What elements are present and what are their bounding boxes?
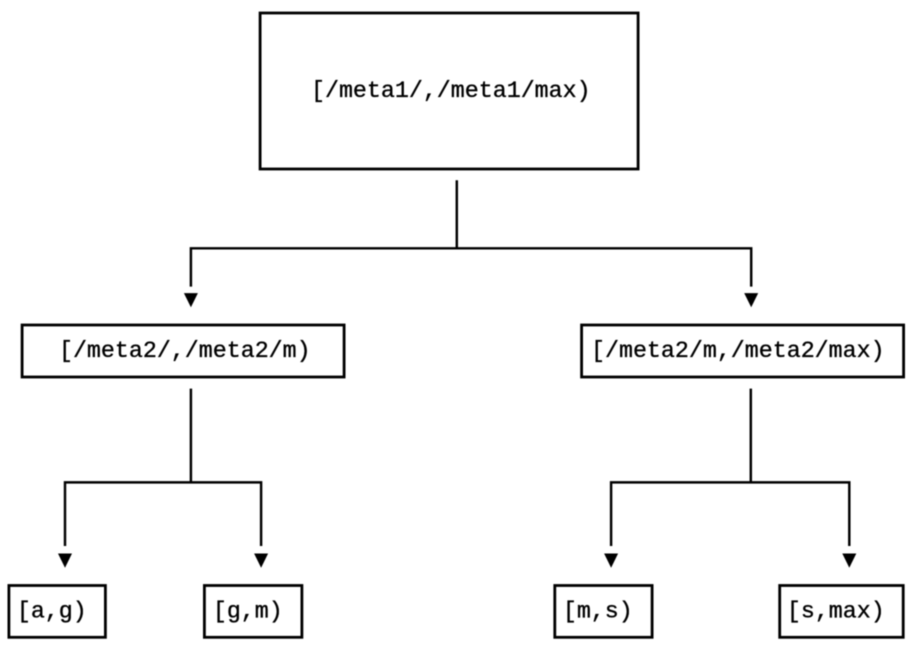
svg-text:[s,max): [s,max)	[787, 599, 885, 625]
svg-text:[g,m): [g,m)	[213, 599, 283, 625]
svg-text:[/meta2/m,/meta2/max): [/meta2/m,/meta2/max)	[591, 338, 885, 364]
svg-text:[m,s): [m,s)	[563, 599, 633, 625]
svg-text:[a,g): [a,g)	[17, 599, 87, 625]
svg-text:[/meta2/,/meta2/m): [/meta2/,/meta2/m)	[59, 338, 311, 364]
svg-text:[/meta1/,/meta1/max): [/meta1/,/meta1/max)	[311, 78, 591, 104]
